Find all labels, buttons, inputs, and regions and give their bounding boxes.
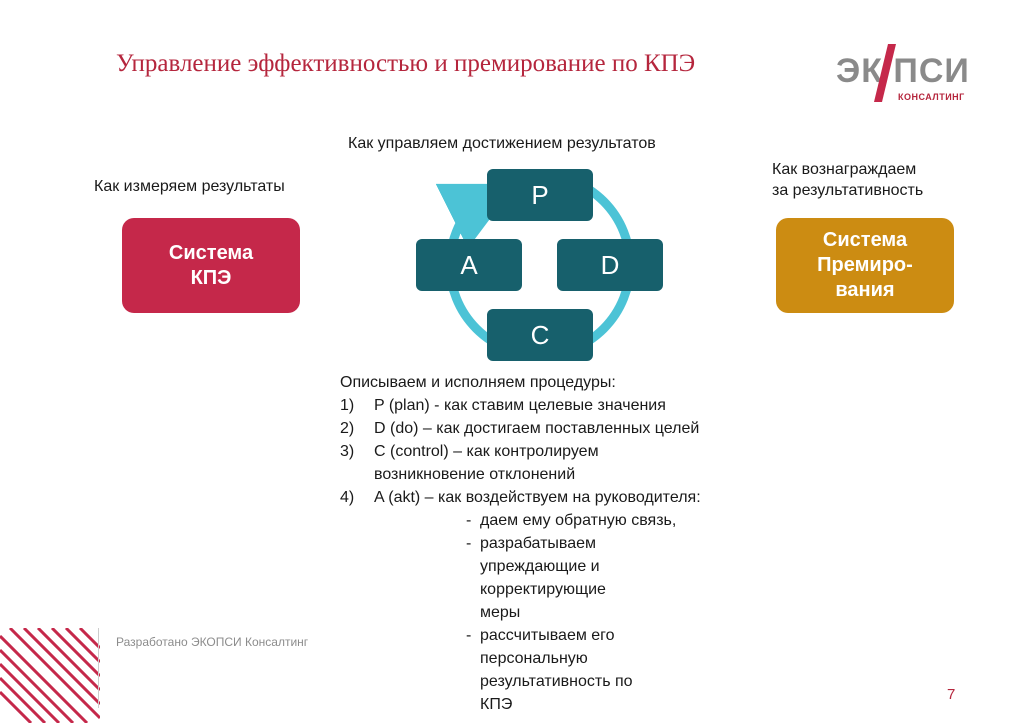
- procedure-sub-item: - рассчитываем его персональную результа…: [466, 627, 633, 713]
- footer-credit: Разработано ЭКОПСИ Консалтинг: [116, 635, 309, 649]
- procedure-item: 2) D (do) – как достигаем поставленных ц…: [340, 417, 810, 440]
- bonus-box-line2: Премиро-: [817, 254, 913, 276]
- pdca-plan-box: P: [487, 169, 593, 221]
- logo-subtitle: КОНСАЛТИНГ: [898, 92, 965, 102]
- label-measure-results: Как измеряем результаты: [94, 178, 285, 195]
- label-manage-results: Как управляем достижением результатов: [348, 135, 656, 152]
- kpe-box-line1: Система: [168, 241, 254, 264]
- logo-wordmark: ЭК ПСИ: [836, 52, 970, 90]
- slide-title: Управление эффективностью и премирование…: [116, 50, 696, 77]
- procedure-sub-text: даем ему обратную связь,: [480, 512, 677, 529]
- procedure-sub-item: - даем ему обратную связь,: [466, 512, 677, 529]
- label-reward-line1: Как вознаграждаем: [772, 161, 917, 178]
- procedure-number: 2): [340, 420, 355, 437]
- procedure-text: P (plan) - как ставим целевые значения: [374, 397, 666, 414]
- decorative-stripes-icon: [0, 628, 100, 723]
- cycle-arrow-icon: [435, 183, 517, 249]
- procedure-sub-text: рассчитываем его персональную результати…: [480, 627, 633, 713]
- procedures-list: Описываем и исполняем процедуры: 1) P (p…: [340, 371, 810, 716]
- procedure-number: 1): [340, 397, 355, 414]
- footer-divider: [98, 628, 99, 708]
- pdca-do-box: D: [557, 239, 663, 291]
- procedure-text: D (do) – как достигаем поставленных целе…: [374, 420, 700, 437]
- pdca-act-box: A: [416, 239, 522, 291]
- bonus-box-line1: Система: [822, 229, 908, 251]
- page-number: 7: [947, 686, 956, 703]
- procedure-sub-text: разрабатываем упреждающие и корректирующ…: [480, 535, 606, 621]
- pdca-check-box: C: [487, 309, 593, 361]
- kpe-system-box: Система КПЭ: [122, 218, 300, 313]
- procedures-intro: Описываем и исполняем процедуры:: [340, 374, 616, 391]
- procedure-number: 3): [340, 443, 355, 460]
- bonus-box-line3: вания: [835, 279, 895, 301]
- procedure-text: A (akt) – как воздействуем на руководите…: [374, 489, 701, 506]
- procedure-item: 4) A (akt) – как воздействуем на руковод…: [340, 486, 810, 509]
- logo-slash-icon: [874, 44, 896, 102]
- procedure-item: 3) C (control) – как контролируем возник…: [340, 440, 674, 486]
- procedure-item: 1) P (plan) - как ставим целевые значени…: [340, 394, 810, 417]
- label-reward-results: Как вознаграждаем за результативность: [772, 159, 972, 201]
- procedure-number: 4): [340, 489, 355, 506]
- label-reward-line2: за результативность: [772, 182, 924, 199]
- company-logo: ЭК ПСИ КОНСАЛТИНГ: [830, 42, 970, 106]
- bonus-system-box: Система Премиро- вания: [776, 218, 954, 313]
- kpe-box-line2: КПЭ: [190, 266, 232, 289]
- procedure-sub-item: - разрабатываем упреждающие и корректиру…: [466, 535, 606, 621]
- procedure-text: C (control) – как контролируем возникнов…: [374, 443, 599, 483]
